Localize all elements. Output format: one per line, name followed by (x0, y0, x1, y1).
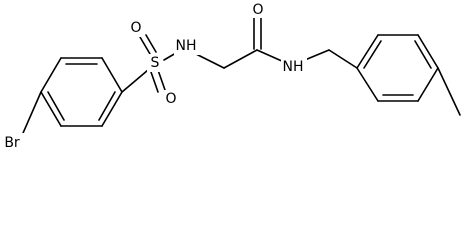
ch2-carbonyl-bond (223, 49, 258, 69)
atom-label-o-top: O (128, 19, 144, 37)
atom-label-nh-1: NH (174, 37, 200, 55)
atom-label-s: S (147, 54, 163, 72)
ring-a-bond (40, 91, 62, 127)
s-o-double-bond (150, 71, 159, 93)
sulfonyl-oxygen-bottom-label: O (165, 91, 176, 107)
atom-label-o-bottom: O (163, 90, 179, 108)
sulfonyl-oxygen-top-label: O (130, 20, 141, 36)
ring-a-bond (40, 57, 62, 93)
ring-b-bond (417, 34, 439, 69)
amide-nh-label: NH (283, 59, 304, 75)
carbonyl-oxygen-label: O (252, 2, 263, 18)
ring-b-double-bond (363, 40, 382, 69)
c-s-bond (121, 69, 149, 93)
molecule-diagram: Br S O O NH O NH (0, 2, 461, 151)
ring-a-double-bond (98, 91, 116, 121)
ring-b-double-bond (414, 40, 432, 69)
ring-a-double-bond (47, 91, 65, 121)
methyl-bond (437, 67, 461, 116)
atom-label-nh-2: NH (281, 58, 307, 76)
carbonyl-n-bond (256, 49, 285, 63)
ring-a-bond (101, 91, 123, 127)
s-o-double-bond (139, 36, 151, 55)
tolyl-ring (356, 34, 439, 102)
s-o-double-bond (157, 69, 166, 91)
bromine-label: Br (4, 135, 20, 151)
ring-b-bond (356, 34, 379, 69)
structure-canvas: Br S O O NH O NH (0, 2, 461, 151)
sulfur-label: S (151, 55, 160, 71)
ch2-ring-bond (328, 49, 358, 69)
c-br-bond (19, 91, 42, 141)
ring-b-bond (417, 67, 439, 102)
ring-b-bond (356, 67, 379, 102)
sulfonamide-nh-label: NH (176, 38, 197, 54)
ring-a-bond (101, 57, 123, 93)
atom-label-br: Br (0, 133, 26, 151)
atom-label-o-carbonyl: O (250, 2, 266, 18)
bromophenyl-ring (40, 57, 123, 127)
s-o-double-bond (145, 34, 157, 53)
